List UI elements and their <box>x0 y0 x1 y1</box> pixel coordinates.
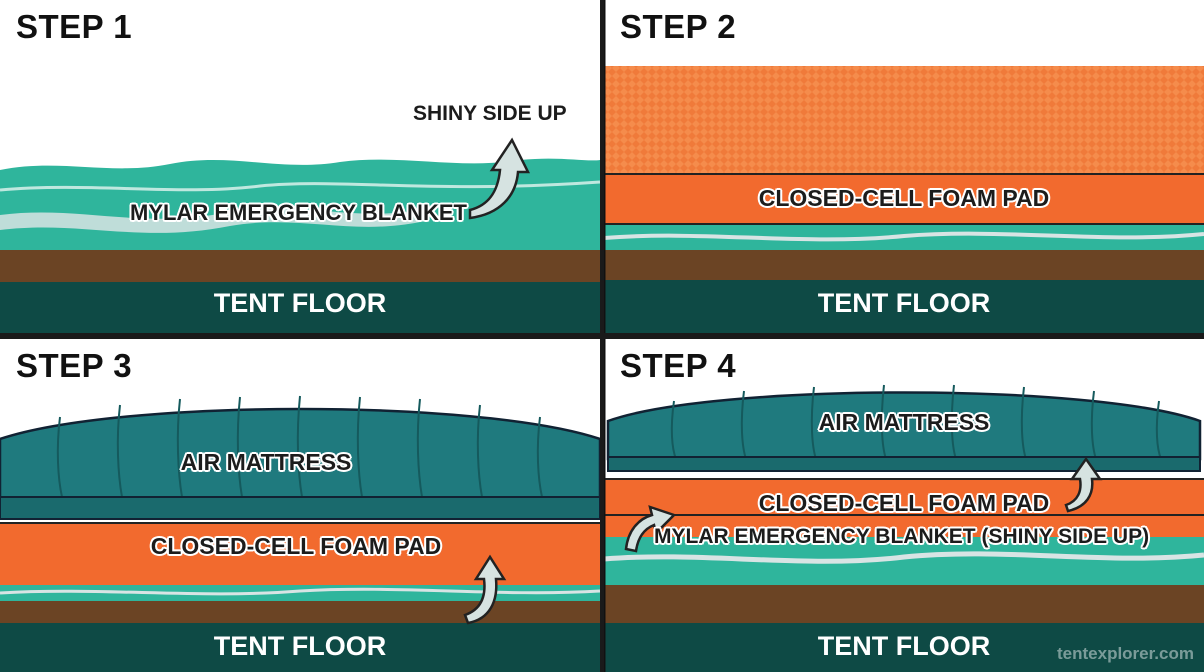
air-mattress-label: AIR MATTRESS <box>818 409 990 435</box>
air-mattress-layer <box>606 391 1202 461</box>
soil-layer <box>0 601 600 625</box>
mattress-seams <box>670 384 1162 460</box>
step-3-panel: STEP 3 AIR MATTRESS CLOSED-CELL FOAM PAD… <box>0 339 600 672</box>
mattress-seams <box>56 395 543 498</box>
tent-floor-layer <box>0 623 600 672</box>
tent-floor-label: TENT FLOOR <box>213 288 387 318</box>
mylar-blanket-layer <box>604 537 1204 587</box>
tent-floor-label: TENT FLOOR <box>817 631 991 661</box>
air-mattress-layer <box>0 407 600 501</box>
step-2-panel: STEP 2 CLOSED-CELL FOAM PAD TENT FLOOR <box>604 0 1204 333</box>
step-title: STEP 1 <box>16 8 133 45</box>
foam-pad-label: CLOSED-CELL FOAM PAD <box>758 185 1050 211</box>
step-4-panel: STEP 4 AIR MATTRESS CLOSED-CELL FOAM PAD… <box>604 339 1204 672</box>
tent-floor-layer <box>0 280 600 333</box>
step-1-panel: STEP 1 SHINY SIDE UP MYLAR EMERGENCY BLA… <box>0 0 600 333</box>
step-title: STEP 3 <box>16 347 133 384</box>
mylar-highlight <box>0 208 420 233</box>
foam-pad-top <box>604 66 1204 178</box>
watermark-text: tentexplorer.com <box>1057 644 1194 663</box>
foam-pad-layer <box>604 174 1204 224</box>
mylar-crease <box>0 180 600 192</box>
shiny-side-label: SHINY SIDE UP <box>413 102 567 125</box>
tent-floor-label: TENT FLOOR <box>817 288 991 318</box>
step-title: STEP 2 <box>620 8 737 45</box>
arrow-up-icon <box>468 137 531 220</box>
soil-layer <box>0 244 600 282</box>
tent-floor-label: TENT FLOOR <box>213 631 387 661</box>
mylar-label: MYLAR EMERGENCY BLANKET (SHINY SIDE UP) <box>654 525 1150 548</box>
arrow-up-icon <box>624 505 677 553</box>
mylar-label: MYLAR EMERGENCY BLANKET <box>130 200 467 225</box>
step-3-illustration <box>0 339 600 672</box>
step-1-illustration <box>0 137 600 333</box>
arrow-up-icon <box>463 554 507 625</box>
foam-pad-label: CLOSED-CELL FOAM PAD <box>150 533 442 559</box>
arrow-up-icon <box>1064 456 1103 513</box>
tent-floor-layer <box>604 623 1204 672</box>
foam-pad-label: CLOSED-CELL FOAM PAD <box>758 490 1050 516</box>
tent-floor-layer <box>604 280 1204 333</box>
step-2-illustration <box>604 0 1204 333</box>
soil-layer <box>604 585 1204 625</box>
air-mattress-label: AIR MATTRESS <box>180 449 352 475</box>
step-4-illustration <box>604 339 1204 672</box>
foam-pad-layer <box>604 479 1204 537</box>
mylar-blanket-layer <box>0 585 600 601</box>
soil-layer <box>604 250 1204 282</box>
step-title: STEP 4 <box>620 347 737 384</box>
